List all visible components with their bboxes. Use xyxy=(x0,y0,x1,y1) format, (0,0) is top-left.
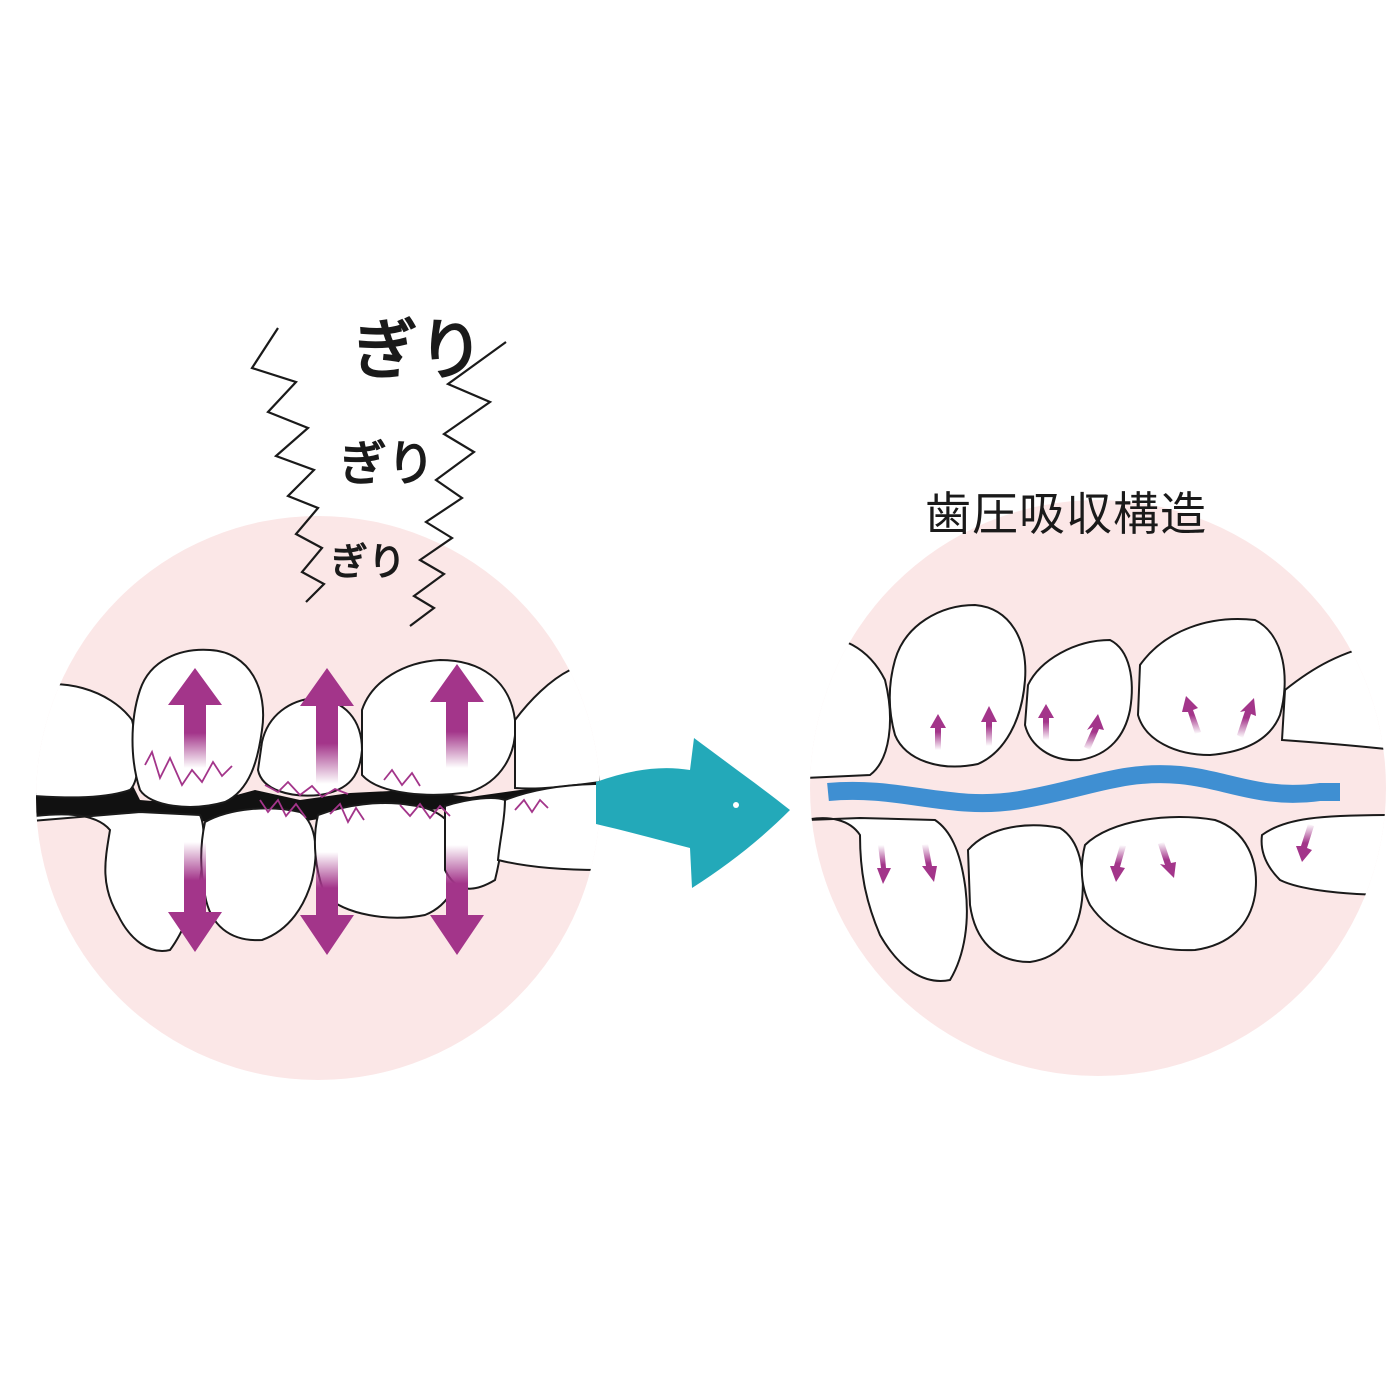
crack-mark xyxy=(259,798,307,819)
crack-mark xyxy=(144,749,233,787)
sound-effect-text-2: ぎり xyxy=(339,436,436,492)
small-up-arrow-icon xyxy=(1084,714,1104,750)
crack-mark xyxy=(329,802,365,824)
right-panel-absorption xyxy=(810,500,1386,1076)
crack-mark xyxy=(399,802,451,820)
small-up-arrow-icon xyxy=(1182,696,1201,734)
upper-tooth xyxy=(361,658,517,796)
small-down-arrow-icon xyxy=(877,845,891,884)
upper-tooth xyxy=(1023,638,1133,762)
small-down-arrow-icon xyxy=(1110,845,1126,882)
absorbed-force-arrows-lower xyxy=(877,824,1314,884)
right-curved-arrow-icon xyxy=(596,738,790,888)
double-headed-vertical-arrow-icon xyxy=(430,664,484,955)
lower-tooth xyxy=(1260,813,1386,897)
absorb-layer xyxy=(827,765,1340,813)
small-up-arrow-icon xyxy=(981,706,997,746)
crack-mark xyxy=(264,780,349,799)
small-up-arrow-icon xyxy=(930,714,946,750)
double-headed-vertical-arrow-icon xyxy=(300,668,354,955)
crack-mark xyxy=(514,798,549,814)
occlusal-gap xyxy=(36,780,600,822)
small-up-arrow-icon xyxy=(1237,698,1256,738)
left-zigzag-line xyxy=(250,327,326,603)
absorbed-force-arrows-upper xyxy=(930,696,1256,750)
lower-tooth xyxy=(496,783,600,872)
sound-effect-text-3: ぎり xyxy=(330,540,407,584)
right-zigzag-line xyxy=(409,341,507,627)
lower-tooth xyxy=(1080,816,1257,952)
small-down-arrow-icon xyxy=(1158,842,1176,878)
absorption-caption: 歯圧吸収構造 xyxy=(925,487,1207,541)
double-headed-vertical-arrow-icon xyxy=(168,668,222,952)
crack-mark xyxy=(383,768,421,787)
small-up-arrow-icon xyxy=(1038,704,1054,740)
force-arrows xyxy=(168,664,484,955)
left-panel-grinding xyxy=(36,327,600,1080)
arrow-highlight xyxy=(733,802,739,808)
small-down-arrow-icon xyxy=(1296,824,1314,862)
right-teeth xyxy=(810,603,1386,982)
sound-effect-text-1: ぎり xyxy=(352,312,484,389)
small-down-arrow-icon xyxy=(922,844,937,882)
upper-tooth xyxy=(514,669,600,790)
stress-crack-marks xyxy=(144,749,549,824)
lower-tooth xyxy=(966,824,1084,964)
